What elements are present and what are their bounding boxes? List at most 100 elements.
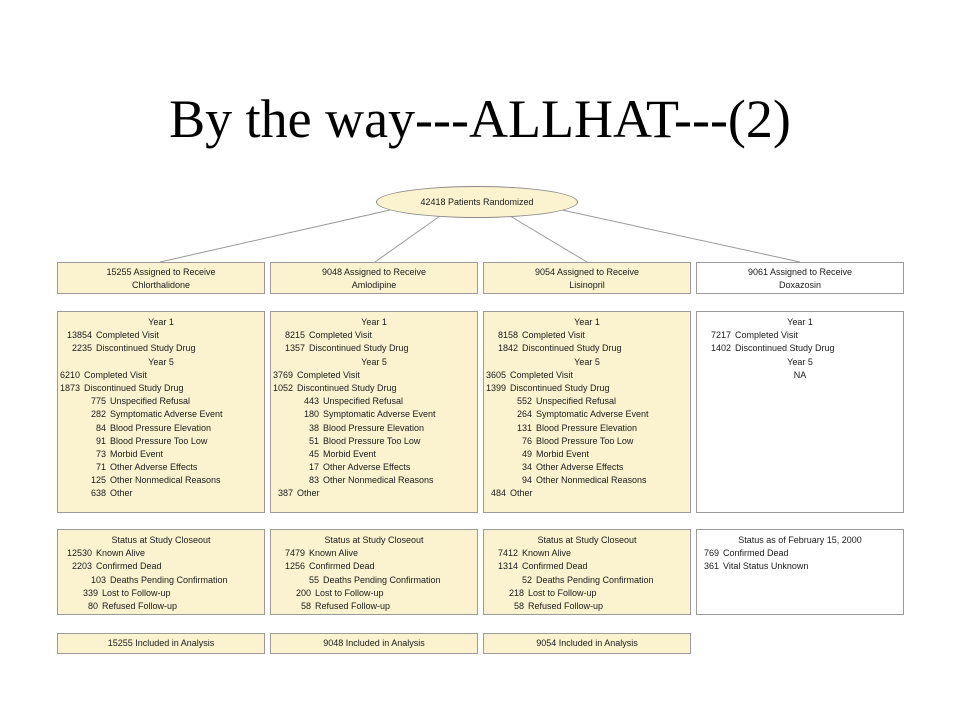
- section-heading: Year 5: [574, 356, 600, 367]
- count-label: Refused Follow-up: [528, 600, 604, 611]
- drug-name: Doxazosin: [778, 280, 822, 291]
- assignment-count: 9061 Assigned to Receive: [747, 267, 853, 277]
- section-heading: Year 1: [361, 317, 387, 327]
- count-value: 769: [703, 548, 719, 559]
- count-value: 1314: [497, 561, 518, 572]
- count-label: Discontinued Study Drug: [84, 382, 184, 393]
- count-row: 1314 Confirmed Dead: [484, 560, 690, 573]
- count-value: 71: [95, 462, 106, 473]
- count-label: Symptomatic Adverse Event: [323, 409, 436, 420]
- count-label: Morbid Event: [536, 448, 590, 459]
- count-value: 7479: [284, 548, 305, 559]
- count-value: 76: [521, 435, 532, 446]
- count-label: Known Alive: [309, 548, 359, 559]
- count-label: Morbid Event: [110, 448, 164, 459]
- analysis-box: 9054 Included in Analysis: [483, 633, 691, 654]
- analysis-box: 9048 Included in Analysis: [270, 633, 478, 654]
- analysis-box: 15255 Included in Analysis: [57, 633, 265, 654]
- section-heading: Status at Study Closeout: [537, 535, 637, 545]
- section-heading: Year 5: [361, 356, 387, 367]
- count-label: Refused Follow-up: [102, 600, 178, 611]
- connector-to-doxazosin: [561, 209, 801, 263]
- connector-to-lisinopril: [509, 215, 588, 263]
- count-value: 387: [277, 488, 293, 499]
- count-value: 52: [521, 574, 532, 585]
- count-value: 638: [90, 488, 106, 499]
- count-value: 8158: [497, 330, 518, 341]
- count-label: Completed Visit: [96, 330, 159, 341]
- count-value: 103: [90, 574, 106, 585]
- count-value: 17: [308, 462, 319, 473]
- section-heading: Year 1: [787, 317, 813, 327]
- count-label: Discontinued Study Drug: [735, 343, 835, 354]
- count-label: Blood Pressure Elevation: [110, 422, 212, 433]
- count-value: 49: [521, 448, 532, 459]
- randomized-node: 42418 Patients Randomized: [376, 186, 578, 218]
- count-label: Completed Visit: [84, 369, 147, 380]
- count-label: Known Alive: [522, 548, 572, 559]
- count-value: 51: [308, 435, 319, 446]
- count-label: Unspecified Refusal: [536, 396, 617, 407]
- count-label: Deaths Pending Confirmation: [110, 574, 228, 585]
- count-value: 125: [90, 475, 106, 486]
- count-value: 443: [303, 396, 319, 407]
- count-label: Lost to Follow-up: [102, 587, 171, 598]
- count-label: Other Adverse Effects: [536, 462, 624, 473]
- count-label: Deaths Pending Confirmation: [536, 574, 654, 585]
- section-heading: Status as of February 15, 2000: [738, 535, 862, 545]
- assignment-count: 9054 Assigned to Receive: [534, 267, 640, 277]
- count-row: 103 Deaths Pending Confirmation: [58, 574, 264, 587]
- drug-name: Amlodipine: [351, 280, 397, 291]
- connector-to-chlorthalidone: [159, 209, 391, 263]
- count-row: 1402 Discontinued Study Drug: [697, 342, 903, 355]
- count-label: Other Adverse Effects: [323, 462, 411, 473]
- count-value: 7412: [497, 548, 518, 559]
- count-value: 3769: [272, 369, 293, 380]
- count-value: 7217: [710, 330, 731, 341]
- drug-name: Chlorthalidone: [131, 280, 191, 291]
- count-value: 1402: [710, 343, 731, 354]
- count-value: 34: [521, 462, 532, 473]
- count-label: Blood Pressure Too Low: [323, 435, 421, 446]
- section-heading: Status at Study Closeout: [111, 535, 211, 545]
- count-label: Confirmed Dead: [723, 548, 789, 559]
- count-row: 7217 Completed Visit: [697, 329, 903, 342]
- count-row: 34 Other Adverse Effects: [484, 461, 690, 474]
- count-value: 1357: [284, 343, 305, 354]
- count-label: Confirmed Dead: [522, 561, 588, 572]
- section-heading: NA: [793, 369, 807, 380]
- section-heading: Status at Study Closeout: [324, 535, 424, 545]
- count-value: 339: [82, 587, 98, 598]
- assignment-count: 15255 Assigned to Receive: [106, 267, 216, 277]
- count-value: 84: [95, 422, 106, 433]
- count-row: 51 Blood Pressure Too Low: [271, 435, 477, 448]
- count-label: Lost to Follow-up: [315, 587, 384, 598]
- count-label: Completed Visit: [735, 330, 798, 341]
- count-label: Unspecified Refusal: [323, 396, 404, 407]
- count-label: Lost to Follow-up: [528, 587, 597, 598]
- count-value: 3605: [485, 369, 506, 380]
